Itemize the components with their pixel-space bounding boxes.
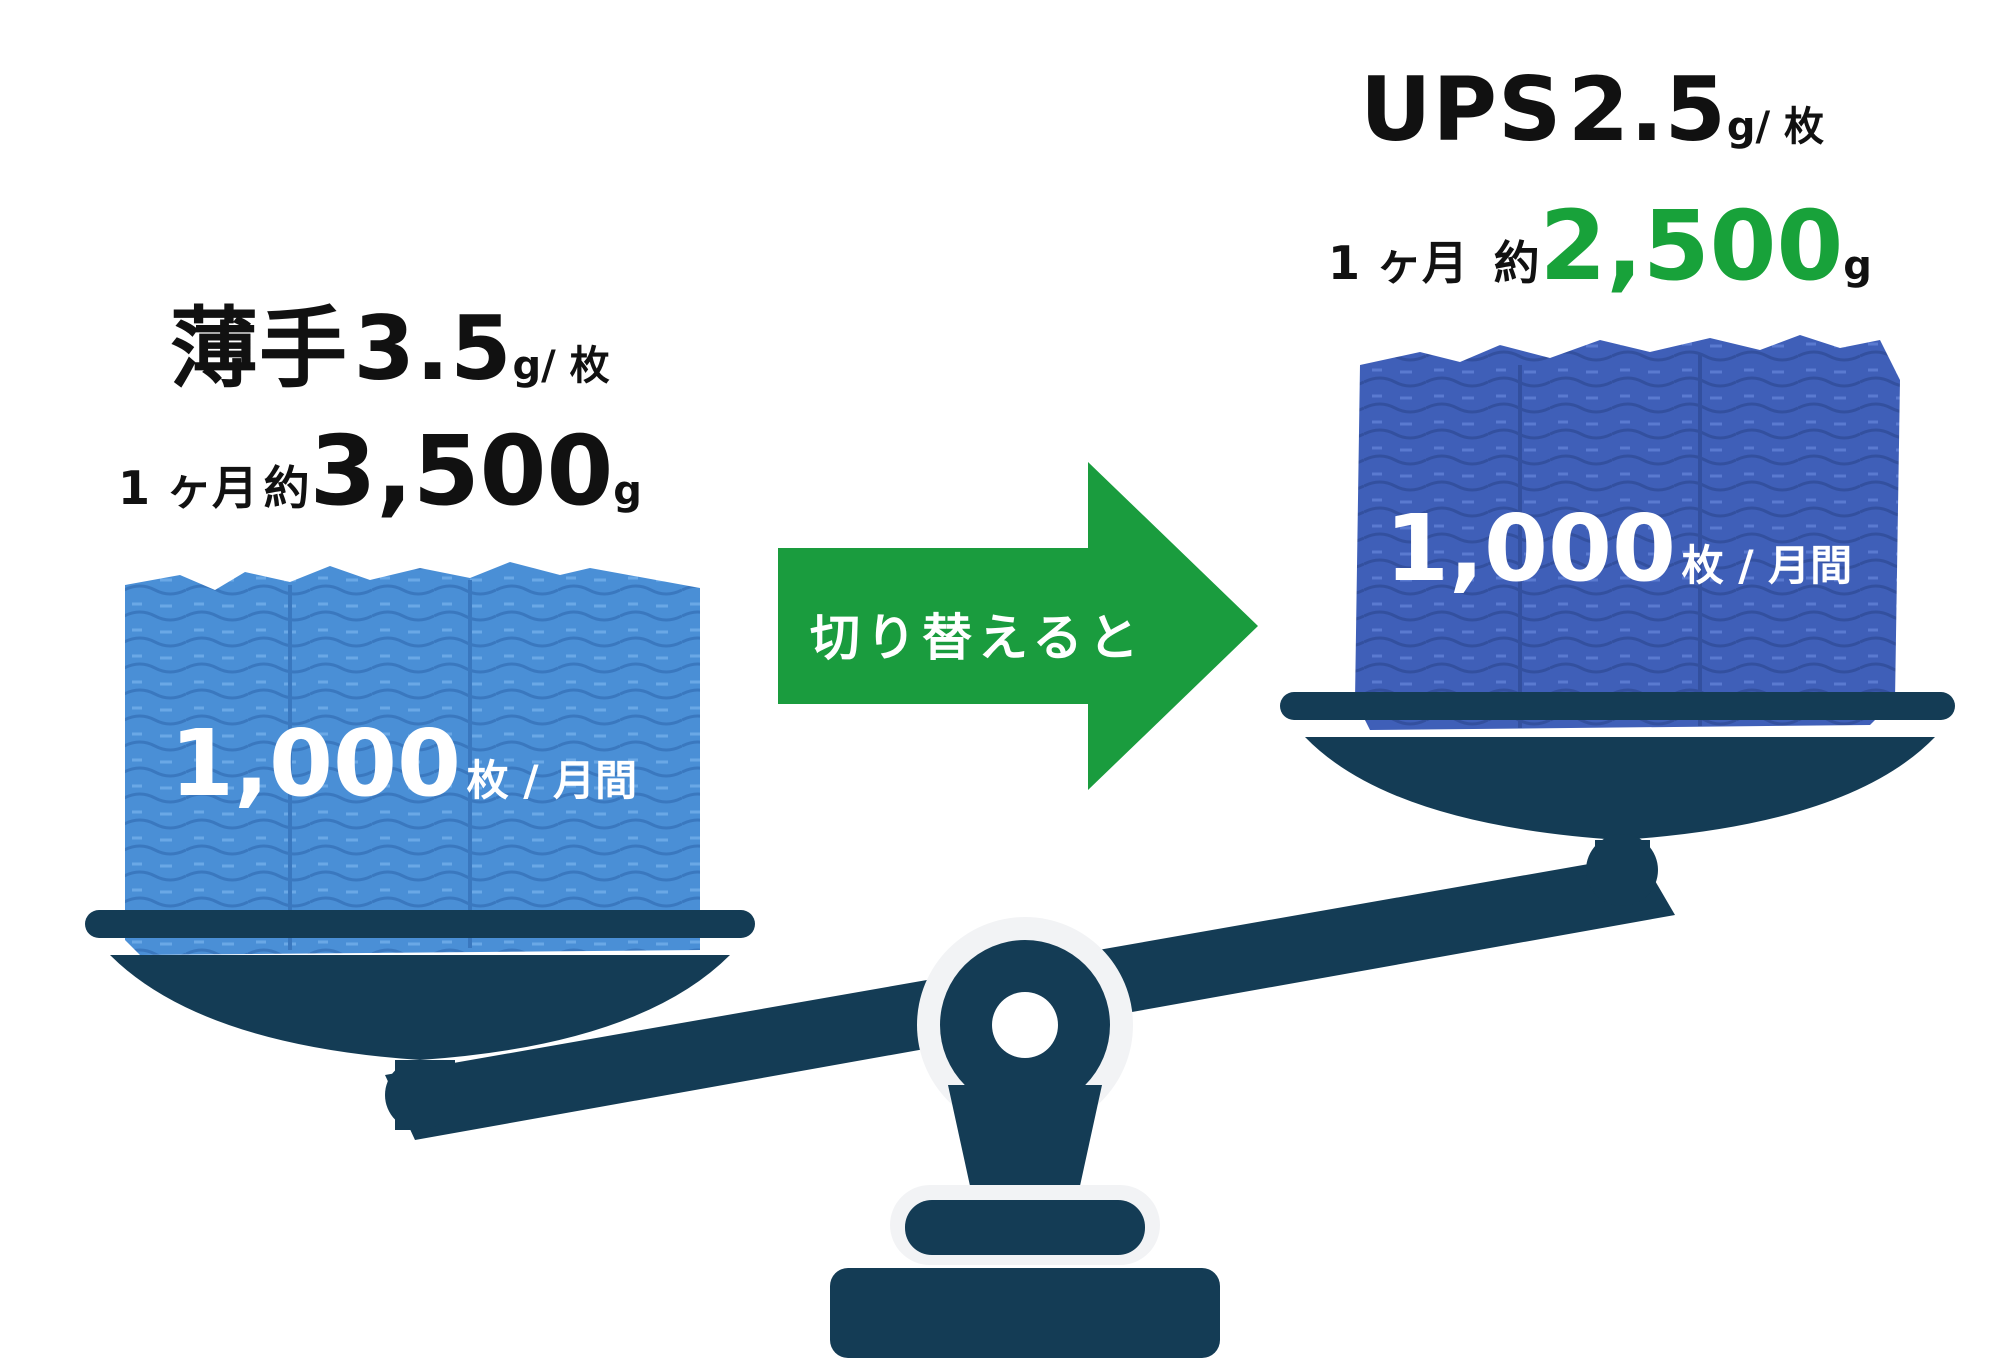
right-total: 2,500: [1539, 190, 1844, 302]
right-pan: [1280, 692, 1955, 906]
left-name: 薄手: [170, 297, 349, 400]
left-weight-heading: 薄手 3.5g/ 枚: [170, 278, 610, 405]
left-total: 3,500: [309, 415, 614, 527]
left-period: 1 ヶ月: [118, 461, 259, 515]
right-period: 1 ヶ月: [1328, 236, 1469, 290]
left-count-unit: 枚 / 月間: [466, 756, 638, 805]
right-weight-unit: g/ 枚: [1726, 104, 1824, 150]
right-name: UPS: [1360, 58, 1563, 161]
scale-pillar: [830, 917, 1220, 1358]
left-total-heading: 1 ヶ月 約3,500g: [118, 415, 642, 527]
right-total-heading: 1 ヶ月 約2,500g: [1328, 190, 1872, 302]
scale-base: [830, 1268, 1220, 1358]
pivot-hole: [992, 992, 1058, 1058]
right-count-label: 1,000 枚 / 月間: [1385, 495, 1852, 602]
right-glove-stack: [1355, 335, 1900, 730]
right-weight: 2.5: [1567, 58, 1727, 161]
left-weight: 3.5: [353, 297, 513, 400]
right-count-unit: 枚 / 月間: [1681, 541, 1853, 590]
arrow-label: 切り替えると: [810, 609, 1145, 667]
left-weight-unit: g/ 枚: [512, 343, 610, 389]
left-glove-stack: [125, 562, 700, 955]
left-count: 1,000: [170, 710, 462, 817]
right-weight-heading: UPS 2.5g/ 枚: [1360, 58, 1824, 161]
right-approx: 約: [1493, 236, 1540, 290]
right-count: 1,000: [1385, 495, 1677, 602]
left-count-label: 1,000 枚 / 月間: [170, 710, 637, 817]
right-total-unit: g: [1843, 243, 1872, 289]
left-total-unit: g: [613, 468, 642, 514]
left-approx: 約: [263, 461, 310, 515]
left-pan: [85, 910, 755, 1130]
switch-arrow: [778, 462, 1258, 790]
